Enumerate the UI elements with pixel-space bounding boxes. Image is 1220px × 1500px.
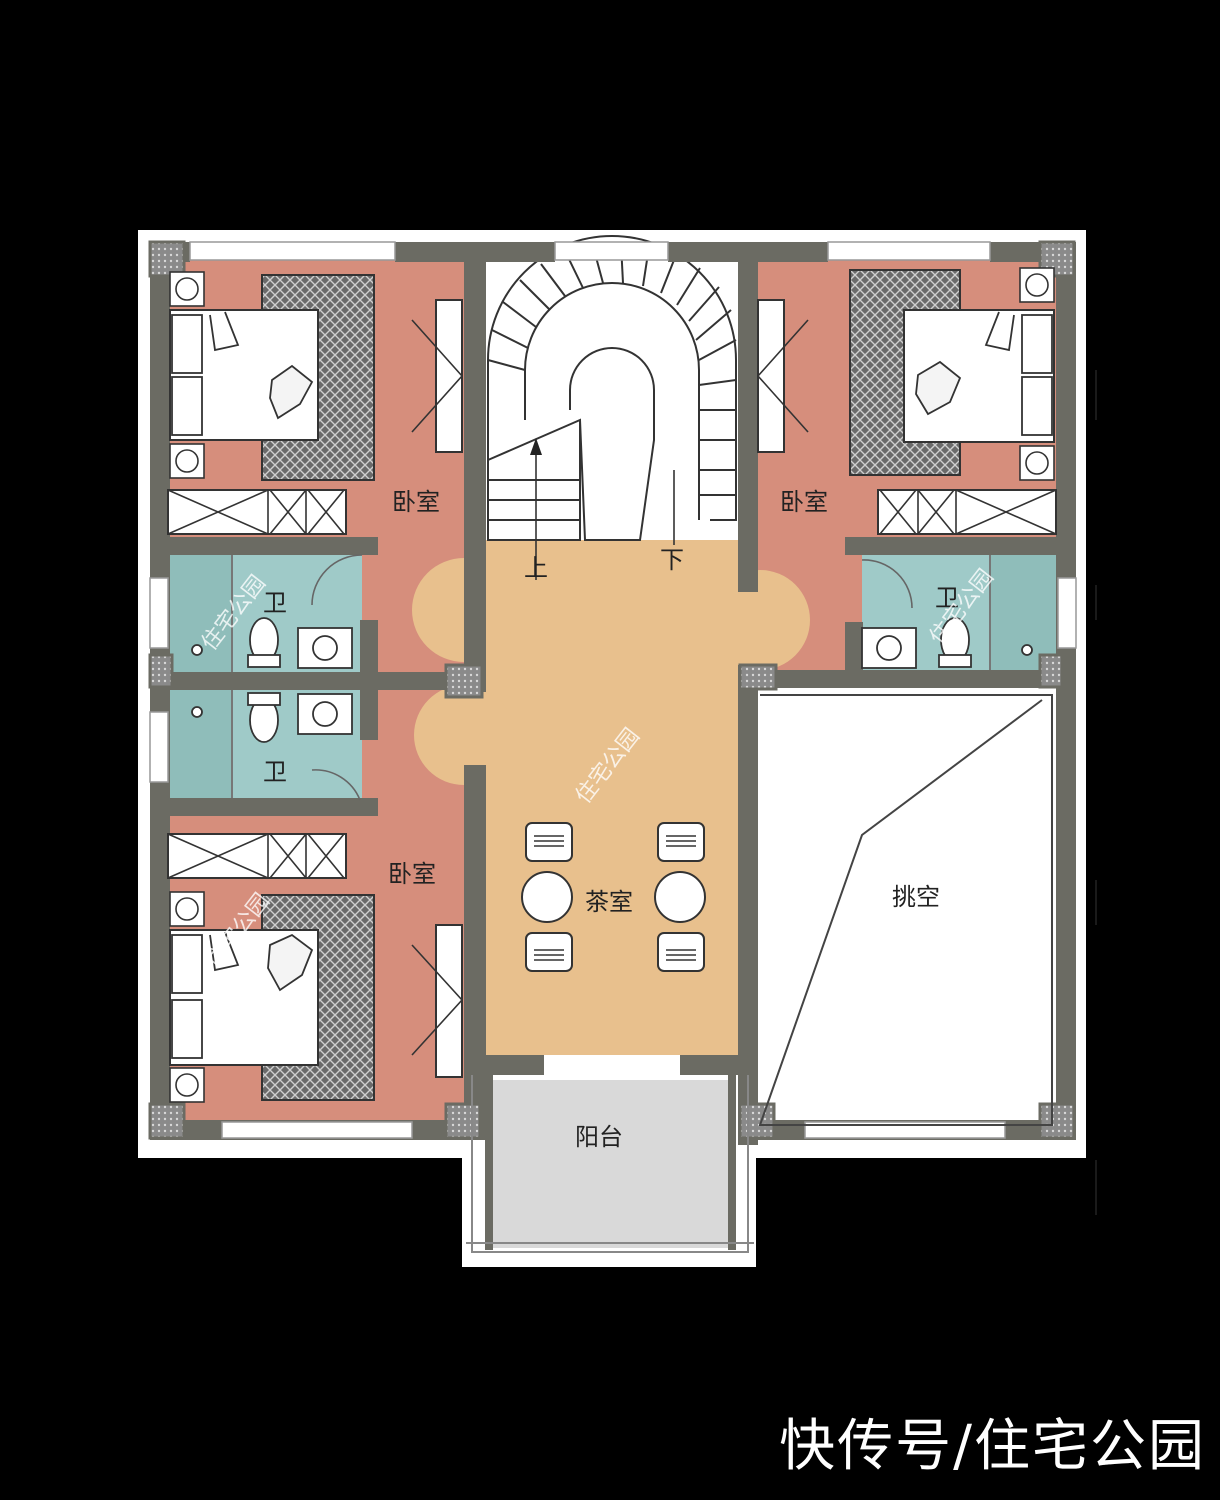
tea-room-floor	[484, 540, 746, 1055]
wardrobe	[167, 489, 1057, 879]
stair-up-label: 上	[524, 554, 548, 582]
stair-down-label: 下	[660, 546, 684, 574]
balcony-label: 阳台	[575, 1123, 623, 1151]
bathroom-fixtures	[191, 617, 1033, 743]
stairwell	[486, 260, 738, 540]
balcony-floor	[492, 1080, 728, 1248]
bedroom-sw-label: 卧室	[388, 860, 436, 888]
void-label: 挑空	[892, 883, 940, 911]
bath-nw-label: 卫	[263, 589, 287, 617]
tea-table-set	[521, 822, 706, 972]
spiral-stair	[487, 235, 737, 580]
void-area	[754, 686, 1058, 1134]
source-caption: 快传号/住宅公园	[779, 1414, 1206, 1479]
bedroom-nw-label: 卧室	[392, 488, 440, 516]
void-outline	[758, 694, 1053, 1126]
bath-sw-label: 卫	[263, 758, 287, 786]
bedroom-ne-label: 卧室	[780, 488, 828, 516]
tea-room-label: 茶室	[585, 888, 633, 916]
bath-ne-label: 卫	[935, 584, 959, 612]
